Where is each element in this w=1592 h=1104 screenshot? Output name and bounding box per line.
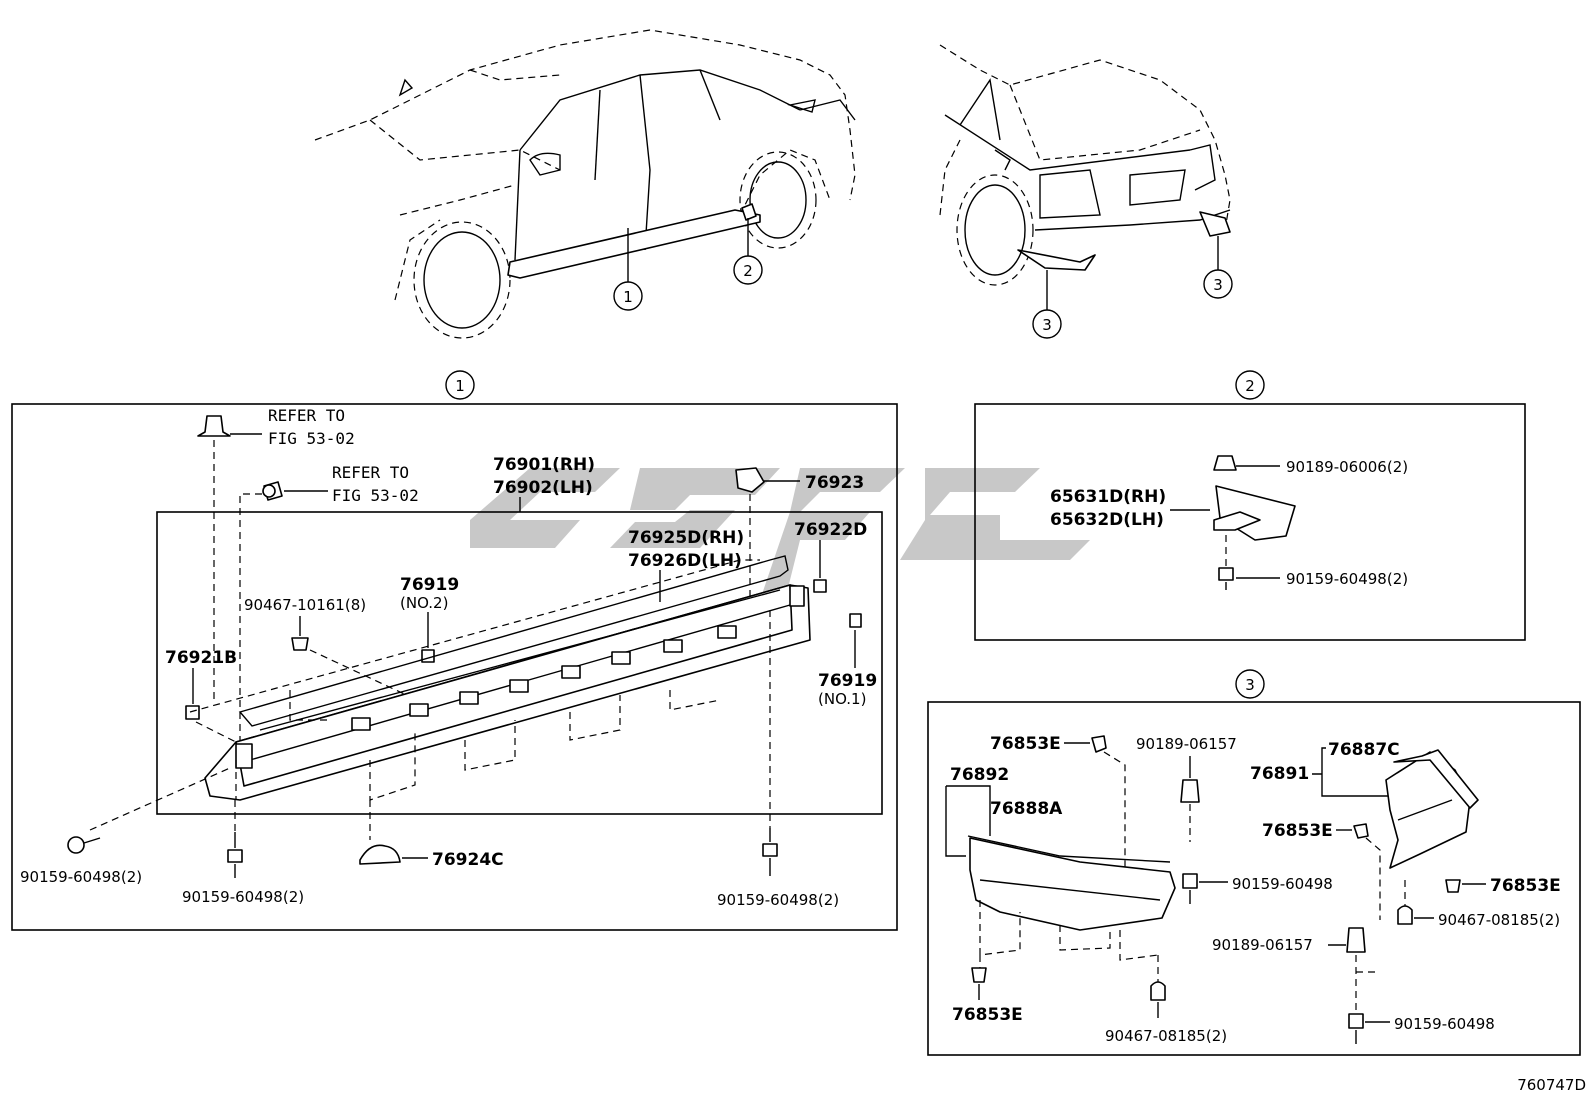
refer-clip-b [239, 481, 328, 740]
clip-90189-06006 [1213, 455, 1280, 471]
mudguard-65631d [1213, 485, 1296, 541]
diagram-id: 760747D [1517, 1076, 1586, 1094]
section-2-marker: 2 [1235, 370, 1265, 400]
label-76888a: 76888A [990, 799, 1063, 819]
clip-76853e-right [1445, 879, 1486, 893]
label-90189-06006: 90189-06006(2) [1286, 458, 1408, 476]
label-90159-right: 90159-60498(2) [717, 891, 839, 909]
refer-a-line1: REFER TO [268, 406, 345, 425]
refer-b-line1: REFER TO [332, 463, 409, 482]
label-90467-bottom: 90467-08185(2) [1105, 1027, 1227, 1045]
label-76853e-top: 76853E [990, 734, 1061, 754]
spoiler-left-76892 [967, 835, 1176, 931]
bolt-90159-s3b [1348, 1013, 1390, 1044]
label-76892: 76892 [950, 765, 1009, 785]
panel-clips-row [351, 625, 737, 731]
section-3-frame [927, 701, 1581, 1056]
bolt-90159-s3a [1182, 873, 1228, 904]
bolt-90159-s2 [1218, 535, 1280, 590]
label-76887c: 76887C [1328, 740, 1400, 760]
label-76853e-right: 76853E [1490, 876, 1561, 896]
pad-76919-no1 [849, 613, 862, 628]
label-76925d: 76925D(RH) [628, 528, 744, 548]
label-90159-s3b: 90159-60498 [1394, 1015, 1495, 1033]
label-65632d: 65632D(LH) [1050, 510, 1164, 530]
section-2-frame [974, 403, 1526, 641]
assembly-dashed-guides [89, 559, 771, 840]
pad-76919-no2 [421, 649, 435, 663]
overview-callout-2: 2 [743, 262, 753, 280]
car-rear-view [939, 44, 1231, 286]
label-90467-10161: 90467-10161(8) [244, 596, 366, 614]
rear-spoiler-overview [1017, 211, 1231, 271]
label-90159-left: 90159-60498(2) [20, 868, 142, 886]
label-76924c: 76924C [432, 850, 504, 870]
rocker-panel-76901 [204, 584, 811, 801]
car-side-view [314, 29, 856, 339]
label-76921b: 76921B [165, 648, 237, 668]
label-76922d: 76922D [794, 520, 867, 540]
clip-90467-right [1397, 880, 1434, 925]
svg-text:1: 1 [455, 377, 465, 395]
bracket-76892 [945, 785, 991, 857]
label-76919-no1: 76919 [818, 671, 877, 691]
overview-callout-3-left: 3 [1042, 316, 1052, 334]
section-1-marker: 1 [445, 370, 475, 400]
label-90159-s2: 90159-60498(2) [1286, 570, 1408, 588]
clip-90467-bottom [1150, 981, 1166, 1018]
label-76902: 76902(LH) [493, 478, 593, 498]
label-76923: 76923 [805, 473, 864, 493]
label-76919-no2: 76919 [400, 575, 459, 595]
section-3-marker: 3 [1235, 669, 1265, 699]
bolt-90159-right [762, 828, 778, 876]
clip-76924c [359, 844, 428, 865]
nut-90189-06157-top [1180, 756, 1200, 842]
spoiler-right-76891 [1385, 749, 1479, 869]
svg-text:2: 2 [1245, 377, 1255, 395]
svg-text:3: 3 [1245, 676, 1255, 694]
label-76853e-bottom: 76853E [952, 1005, 1023, 1025]
label-90467-right: 90467-08185(2) [1438, 911, 1560, 929]
overview-rear-callouts: 3 3 [1032, 236, 1233, 339]
label-90189-06157-top: 90189-06157 [1136, 735, 1237, 753]
clip-76853e-mid [1336, 823, 1381, 920]
label-90159-bottom: 90159-60498(2) [182, 888, 304, 906]
label-90159-s3a: 90159-60498 [1232, 875, 1333, 893]
label-76919-no2-note: (NO.2) [400, 594, 448, 612]
refer-b-line2: FIG 53-02 [332, 486, 419, 505]
section-1-frame [11, 403, 898, 931]
overview-callout-1: 1 [623, 288, 633, 306]
label-76919-no1-note: (NO.1) [818, 690, 866, 708]
overview-callout-3-right: 3 [1213, 276, 1223, 294]
moulding-76925d [238, 555, 789, 731]
label-76926d: 76926D(LH) [628, 551, 742, 571]
refer-clip-a [197, 415, 262, 700]
label-90189-06157-mid: 90189-06157 [1212, 936, 1313, 954]
pad-76921b [185, 705, 200, 720]
label-76853e-mid: 76853E [1262, 821, 1333, 841]
bolt-90159-bottom [227, 832, 243, 878]
label-76901: 76901(RH) [493, 455, 595, 475]
clip-76923 [735, 467, 800, 600]
label-65631d: 65631D(RH) [1050, 487, 1166, 507]
pad-76922d [813, 579, 827, 593]
clip-76853e-bottom [971, 967, 987, 1000]
nut-90189-06157-mid [1328, 927, 1380, 1010]
label-76891: 76891 [1250, 764, 1309, 784]
bolt-90159-left [67, 836, 101, 854]
rocker-panel-overview [507, 203, 761, 279]
refer-a-line2: FIG 53-02 [268, 429, 355, 448]
overview-callouts: 1 2 [613, 218, 763, 311]
